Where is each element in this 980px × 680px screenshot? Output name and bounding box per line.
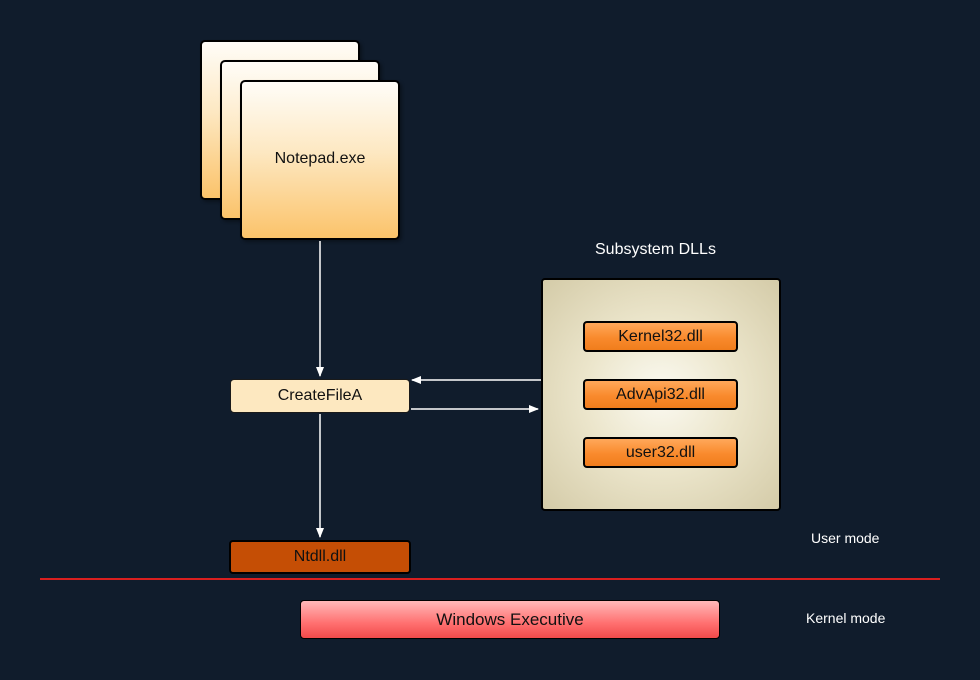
user-mode-label: User mode (811, 530, 880, 546)
dll-kernel32: Kernel32.dll (583, 321, 738, 352)
kernel-mode-label: Kernel mode (806, 610, 886, 626)
subsystem-title: Subsystem DLLs (595, 241, 716, 258)
user-kernel-divider (40, 578, 940, 580)
windows-executive-box: Windows Executive (300, 600, 720, 639)
dll-user32: user32.dll (583, 437, 738, 468)
ntdll-box: Ntdll.dll (229, 540, 411, 574)
createfilea-box: CreateFileA (230, 379, 410, 413)
process-page-front: Notepad.exe (240, 80, 400, 240)
notepad-label: Notepad.exe (274, 150, 366, 167)
dll-advapi32: AdvApi32.dll (583, 379, 738, 410)
